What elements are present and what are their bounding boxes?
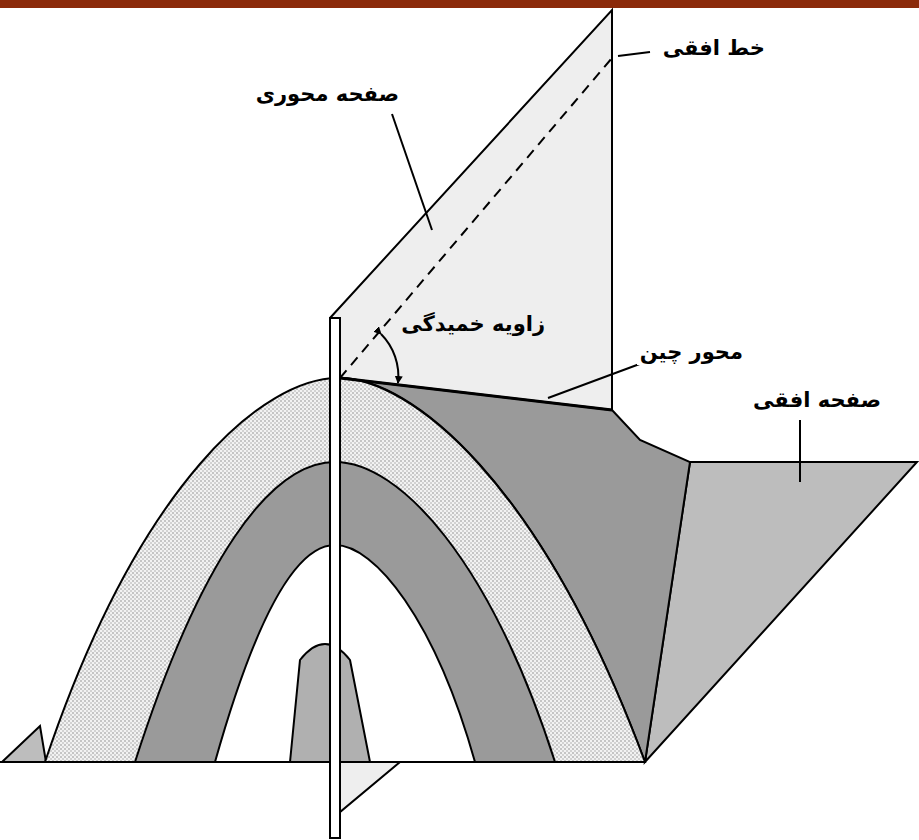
- axial-plane: [330, 10, 612, 412]
- leader-line: [548, 362, 645, 398]
- horizontal-plane: [645, 462, 917, 762]
- plain-label: صفحه محوری: [253, 82, 402, 107]
- plain-label: خط افقی: [660, 36, 768, 61]
- leader-line: [618, 52, 650, 56]
- fold-axis: [340, 378, 612, 410]
- plain-label: صفحه افقی: [750, 388, 884, 413]
- plunge-arc: [381, 334, 398, 383]
- outer-layer: [45, 378, 645, 762]
- horizontal-plane-left: [2, 726, 46, 762]
- middle-layer: [135, 462, 555, 762]
- plain-label: زاویه خمیدگی: [398, 312, 548, 337]
- leader-line: [392, 114, 432, 230]
- axial-plane-bottom: [340, 762, 400, 812]
- plain-label: محور چین: [637, 340, 746, 365]
- axial-plane-edge: [330, 318, 340, 838]
- leader-line: [799, 420, 801, 482]
- baseline: [0, 761, 645, 763]
- top-bar: [0, 0, 919, 8]
- inner-layer: [215, 545, 475, 762]
